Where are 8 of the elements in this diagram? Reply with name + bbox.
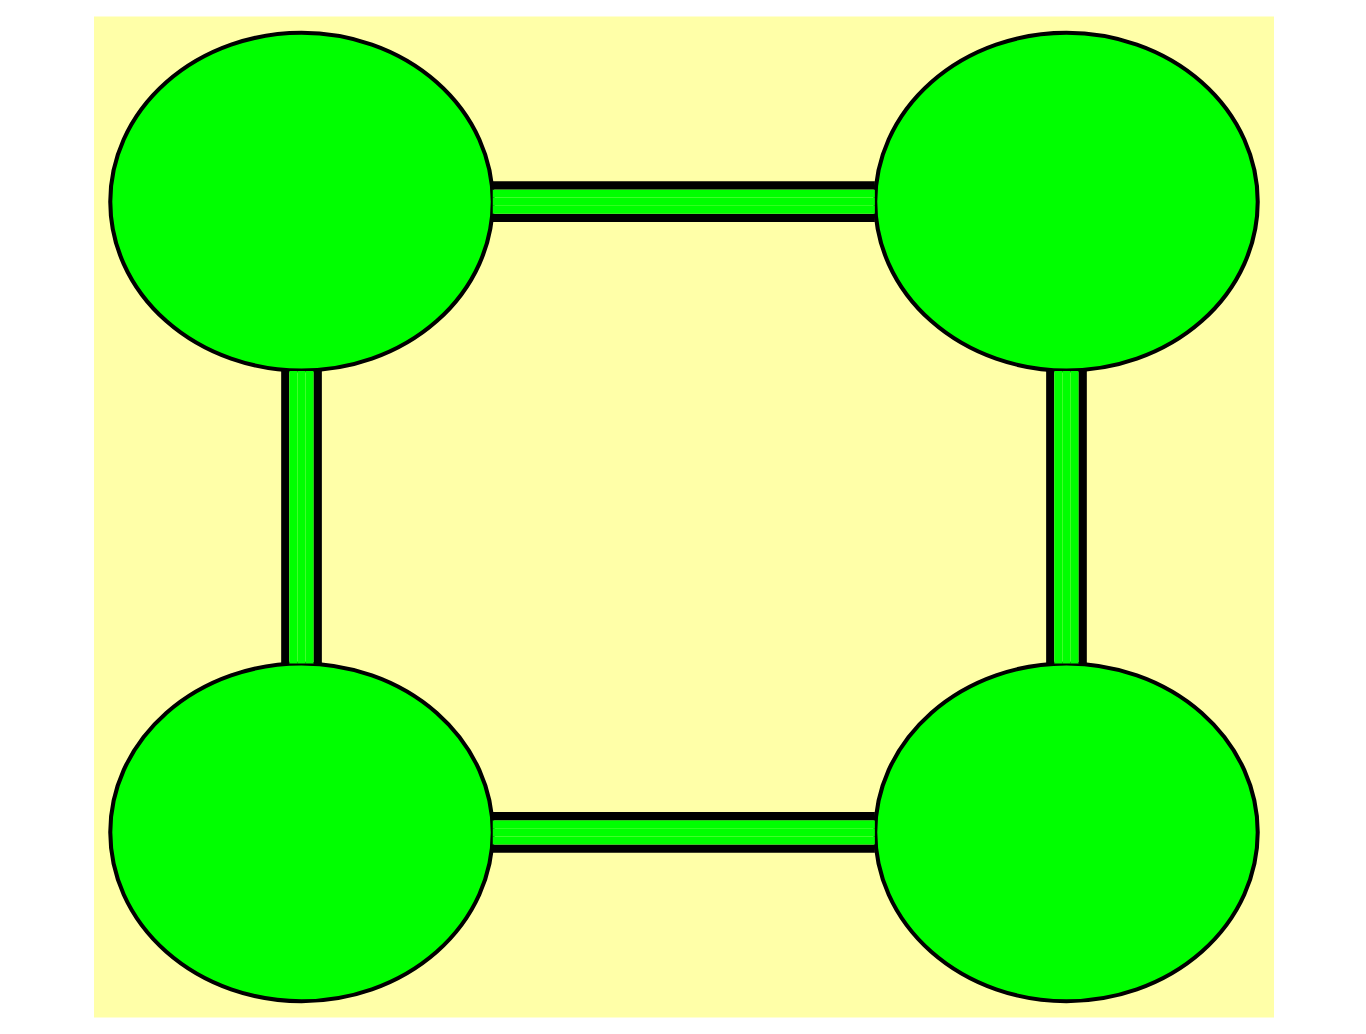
- connector: [491, 812, 874, 853]
- node-ellipse: [107, 661, 494, 1004]
- node-ellipse: [872, 661, 1259, 1004]
- node-ellipse: [872, 30, 1259, 373]
- connector: [491, 181, 874, 222]
- connector: [1045, 370, 1086, 664]
- connector: [280, 370, 321, 664]
- node-ellipse: [107, 30, 494, 373]
